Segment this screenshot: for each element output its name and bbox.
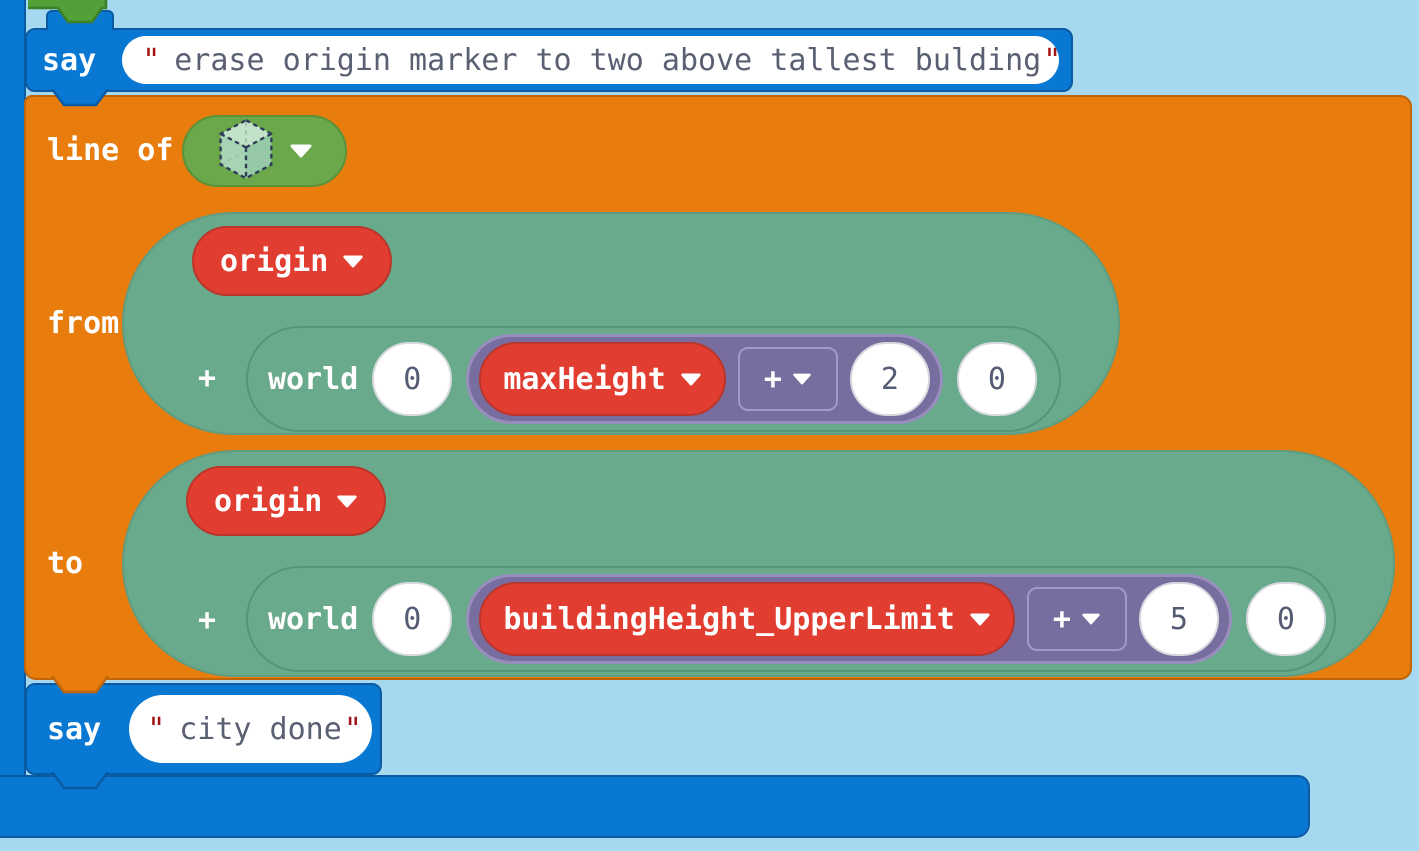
operand-field[interactable]: 2 bbox=[849, 342, 930, 416]
say-block-connector-tab bbox=[51, 89, 109, 107]
world-x-field[interactable]: 0 bbox=[372, 582, 453, 656]
outer-event-block-bottom-bar[interactable] bbox=[0, 775, 1310, 838]
orange-block-connector-tab bbox=[51, 676, 109, 694]
operator-dropdown[interactable]: + bbox=[1026, 587, 1127, 651]
variable-name: maxHeight bbox=[503, 361, 666, 397]
say-text-value: city done bbox=[179, 711, 342, 747]
maxheight-variable-dropdown[interactable]: maxHeight bbox=[479, 342, 726, 416]
open-quote: " bbox=[142, 42, 161, 78]
previous-green-block-stub[interactable] bbox=[28, 0, 108, 24]
world-position-block[interactable]: world 0 maxHeight + 2 bbox=[246, 326, 1061, 432]
from-position-block[interactable]: origin + world 0 maxHeight + bbox=[122, 212, 1120, 435]
origin-variable-name: origin bbox=[220, 243, 329, 279]
open-quote: " bbox=[147, 711, 166, 747]
dropdown-arrow-icon bbox=[793, 373, 811, 385]
dropdown-arrow-icon bbox=[681, 373, 701, 385]
world-z-value: 0 bbox=[987, 361, 1006, 397]
world-position-block[interactable]: world 0 buildingHeight_UpperLimit + bbox=[246, 566, 1336, 672]
block-picker-dropdown[interactable] bbox=[182, 115, 347, 187]
world-z-value: 0 bbox=[1276, 601, 1295, 637]
dropdown-arrow-icon bbox=[1082, 613, 1100, 625]
close-quote: " bbox=[343, 711, 362, 747]
say-block-top[interactable]: say " erase origin marker to two above t… bbox=[25, 28, 1073, 92]
operand-value: 2 bbox=[880, 361, 899, 397]
line-of-block[interactable]: line of from origin + bbox=[24, 95, 1412, 680]
world-x-field[interactable]: 0 bbox=[372, 342, 453, 416]
dropdown-arrow-icon bbox=[290, 144, 311, 158]
operand-field[interactable]: 5 bbox=[1138, 582, 1219, 656]
say-text-field[interactable]: " erase origin marker to two above talle… bbox=[122, 36, 1060, 84]
origin-variable-name: origin bbox=[214, 483, 323, 519]
dropdown-arrow-icon bbox=[970, 613, 990, 625]
math-add-block[interactable]: buildingHeight_UpperLimit + 5 bbox=[466, 574, 1232, 664]
math-add-block[interactable]: maxHeight + 2 bbox=[466, 334, 943, 424]
plus-label: + bbox=[198, 603, 217, 638]
origin-variable-dropdown[interactable]: origin bbox=[186, 466, 387, 536]
origin-variable-dropdown[interactable]: origin bbox=[192, 226, 393, 296]
buildingheight-variable-dropdown[interactable]: buildingHeight_UpperLimit bbox=[479, 582, 1015, 656]
world-z-field[interactable]: 0 bbox=[1245, 582, 1326, 656]
cube-block-icon bbox=[218, 118, 273, 180]
from-label: from bbox=[47, 306, 120, 341]
to-label: to bbox=[47, 546, 84, 581]
say-block-connector-tab bbox=[51, 772, 109, 790]
operator-symbol: + bbox=[1052, 601, 1071, 637]
operator-symbol: + bbox=[763, 361, 782, 397]
to-position-block[interactable]: origin + world 0 buildingHeight_UpperLim… bbox=[122, 450, 1395, 677]
dropdown-arrow-icon bbox=[343, 255, 363, 267]
say-block-bottom[interactable]: say " city done " bbox=[25, 683, 382, 775]
say-text-value: erase origin marker to two above tallest… bbox=[174, 42, 1042, 78]
variable-name: buildingHeight_UpperLimit bbox=[503, 601, 955, 637]
operand-value: 5 bbox=[1169, 601, 1188, 637]
say-label: say bbox=[42, 42, 97, 78]
say-text-field[interactable]: " city done " bbox=[129, 695, 373, 763]
plus-label: + bbox=[198, 361, 217, 396]
say-label: say bbox=[47, 711, 102, 747]
operator-dropdown[interactable]: + bbox=[737, 347, 838, 411]
line-of-label: line of bbox=[47, 133, 174, 168]
outer-event-block-left-edge[interactable] bbox=[0, 0, 26, 838]
world-x-value: 0 bbox=[403, 361, 422, 397]
close-quote: " bbox=[1043, 43, 1059, 78]
dropdown-arrow-icon bbox=[337, 495, 357, 507]
world-z-field[interactable]: 0 bbox=[956, 342, 1037, 416]
world-label: world bbox=[268, 361, 359, 397]
world-label: world bbox=[268, 601, 359, 637]
world-x-value: 0 bbox=[403, 601, 422, 637]
